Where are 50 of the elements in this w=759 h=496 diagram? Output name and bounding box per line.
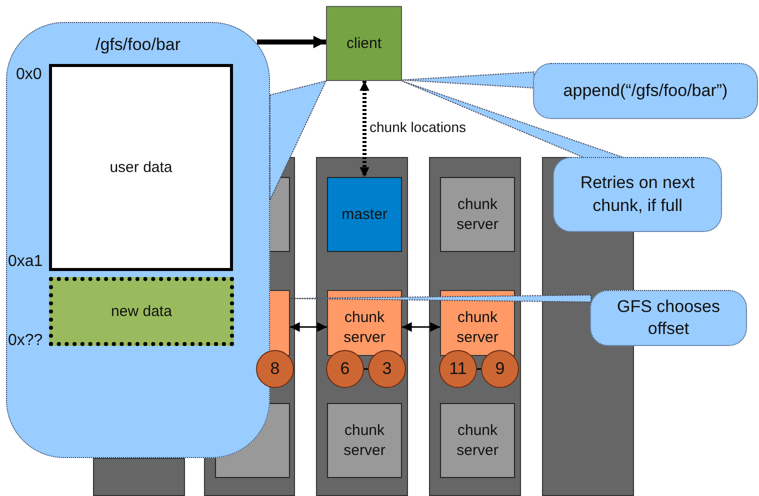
data-block — [49, 64, 233, 271]
arrow — [360, 81, 370, 177]
chunk-circle — [481, 350, 519, 388]
callout-pointer — [290, 294, 592, 302]
chunk-number: 11 — [449, 358, 467, 380]
arrow — [290, 322, 327, 332]
server-box — [327, 403, 402, 478]
rack — [316, 157, 408, 496]
node-label: master — [342, 204, 388, 224]
node-label: chunk server — [342, 308, 386, 347]
chunk-circle — [439, 350, 477, 388]
offset-label: 0xa1 — [8, 253, 43, 271]
block-label: new data — [111, 302, 172, 322]
chunk-circle — [368, 350, 406, 388]
callout-text: append(“/gfs/foo/bar”) — [563, 80, 728, 102]
callout-pointer — [402, 71, 534, 89]
rack — [93, 458, 185, 496]
server-box — [440, 403, 515, 478]
master-box — [327, 177, 402, 252]
node-label: chunk server — [456, 195, 500, 234]
node-label: chunk server — [456, 308, 500, 347]
data-block — [49, 277, 234, 346]
arrow — [402, 322, 440, 332]
connector-line — [364, 368, 368, 370]
chunk-number: 6 — [340, 358, 350, 380]
node-label: chunk server — [342, 421, 386, 460]
edge-label: chunk locations — [370, 119, 466, 135]
node-label: client — [346, 34, 382, 54]
chunk-circle — [326, 350, 364, 388]
callout-pointer — [270, 80, 327, 200]
arrow — [257, 36, 326, 48]
rack — [429, 157, 521, 496]
chunk-number: 8 — [270, 358, 280, 380]
connector-line — [477, 368, 481, 370]
client-box — [326, 6, 402, 81]
offset-label: 0x0 — [16, 66, 42, 84]
block-label: user data — [110, 158, 172, 178]
node-label: chunk server — [456, 421, 500, 460]
callout-text: GFS chooses offset — [616, 296, 721, 340]
server-box — [440, 177, 515, 252]
callout-bubble — [590, 290, 747, 346]
chunk-number: 3 — [382, 358, 392, 380]
callout-bubble — [6, 22, 270, 458]
callout-bubble — [553, 157, 722, 232]
callout-text: Retries on next chunk, if full — [579, 172, 696, 216]
chunk-number: 9 — [495, 358, 505, 380]
offset-label: 0x?? — [8, 332, 43, 350]
callout-bubble — [533, 63, 758, 119]
file-path: /gfs/foo/bar — [94, 35, 182, 55]
callout-pointer — [402, 80, 626, 158]
